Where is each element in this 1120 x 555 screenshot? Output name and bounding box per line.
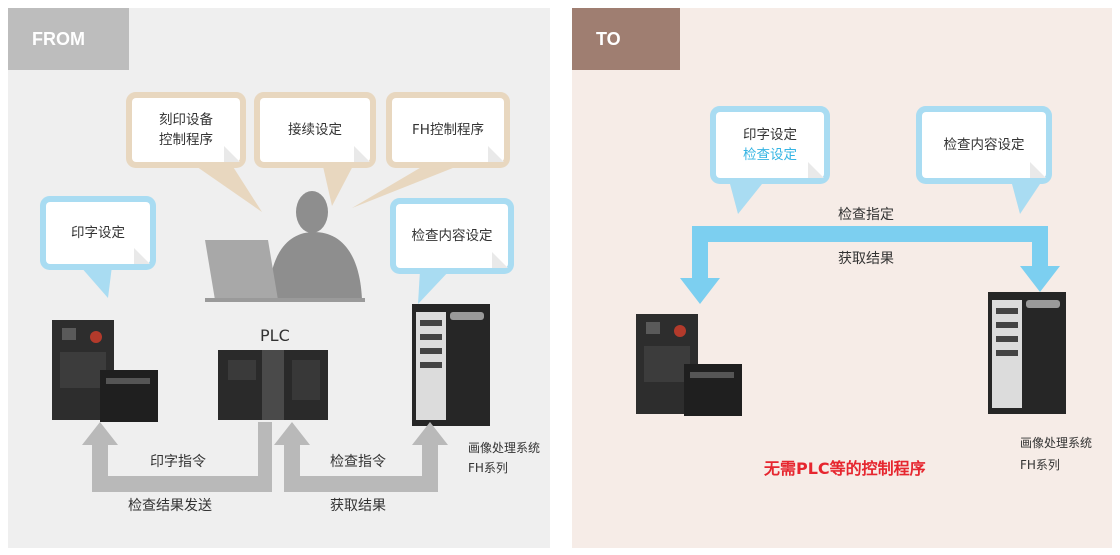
person-laptop-icon bbox=[205, 191, 365, 302]
get-result-label: 获取结果 bbox=[838, 251, 894, 267]
inspect-spec-label: 检查指定 bbox=[838, 207, 894, 223]
system-label: 画像处理系统 FH系列 bbox=[468, 438, 540, 478]
inspect-content-bubble: 检查内容设定 bbox=[396, 204, 508, 268]
inspect-content-bubble: 检查内容设定 bbox=[922, 112, 1046, 178]
to-panel: TO bbox=[572, 8, 1112, 548]
bubble-text: 印字设定 bbox=[743, 127, 797, 143]
fh-controller-icon bbox=[412, 304, 490, 426]
page-fold-icon bbox=[1030, 162, 1046, 178]
bubble-tail bbox=[322, 162, 355, 206]
print-command-label: 印字指令 bbox=[150, 454, 206, 470]
bubble-tail bbox=[418, 270, 450, 304]
printer-device-icon bbox=[636, 314, 742, 416]
bubble-tail bbox=[1012, 184, 1040, 214]
plc-label: PLC bbox=[260, 326, 290, 345]
send-result-label: 检查结果发送 bbox=[128, 498, 212, 514]
bubble-text: 控制程序 bbox=[159, 132, 213, 148]
bubble-text: 印字设定 bbox=[71, 225, 125, 241]
bubble-text-highlight: 检查设定 bbox=[743, 147, 797, 163]
bubble-tail bbox=[190, 162, 262, 212]
bubble-tail bbox=[730, 184, 762, 214]
page-fold-icon bbox=[354, 146, 370, 162]
connection-setting-bubble: 接续设定 bbox=[260, 98, 370, 162]
page-fold-icon bbox=[488, 146, 504, 162]
print-setting-bubble: 印字设定 bbox=[46, 202, 150, 264]
bubble-text: 检查内容设定 bbox=[411, 228, 493, 244]
system-label: 画像处理系统 FH系列 bbox=[1020, 432, 1092, 476]
page-fold-icon bbox=[224, 146, 240, 162]
engrave-control-bubble: 刻印设备 控制程序 bbox=[132, 98, 240, 162]
system-name: 画像处理系统 bbox=[1020, 436, 1093, 450]
to-arrows bbox=[680, 226, 1060, 304]
page-fold-icon bbox=[134, 248, 150, 264]
bubble-text: 检查内容设定 bbox=[943, 137, 1025, 153]
bubble-text: 刻印设备 bbox=[159, 112, 213, 128]
bubble-text: FH控制程序 bbox=[412, 122, 484, 138]
fh-controller-icon bbox=[988, 292, 1066, 414]
plc-controller-icon bbox=[218, 350, 328, 420]
print-inspect-setting-bubble: 印字设定 检查设定 bbox=[716, 112, 824, 178]
from-arrows bbox=[82, 422, 448, 492]
page-fold-icon bbox=[492, 252, 508, 268]
system-series: FH系列 bbox=[1020, 458, 1060, 472]
bubble-tail bbox=[352, 162, 468, 208]
get-result-label: 获取结果 bbox=[330, 498, 386, 514]
to-tab: TO bbox=[572, 8, 680, 70]
no-plc-message: 无需PLC等的控制程序 bbox=[764, 459, 926, 478]
fh-control-bubble: FH控制程序 bbox=[392, 98, 504, 162]
bubble-text: 接续设定 bbox=[288, 122, 342, 138]
from-tab: FROM bbox=[8, 8, 129, 70]
page-fold-icon bbox=[808, 162, 824, 178]
inspect-command-label: 检查指令 bbox=[330, 454, 386, 470]
printer-device-icon bbox=[52, 320, 158, 422]
bubble-tail bbox=[80, 266, 112, 298]
system-name: 画像处理系统 bbox=[468, 441, 541, 455]
system-series: FH系列 bbox=[468, 461, 508, 475]
